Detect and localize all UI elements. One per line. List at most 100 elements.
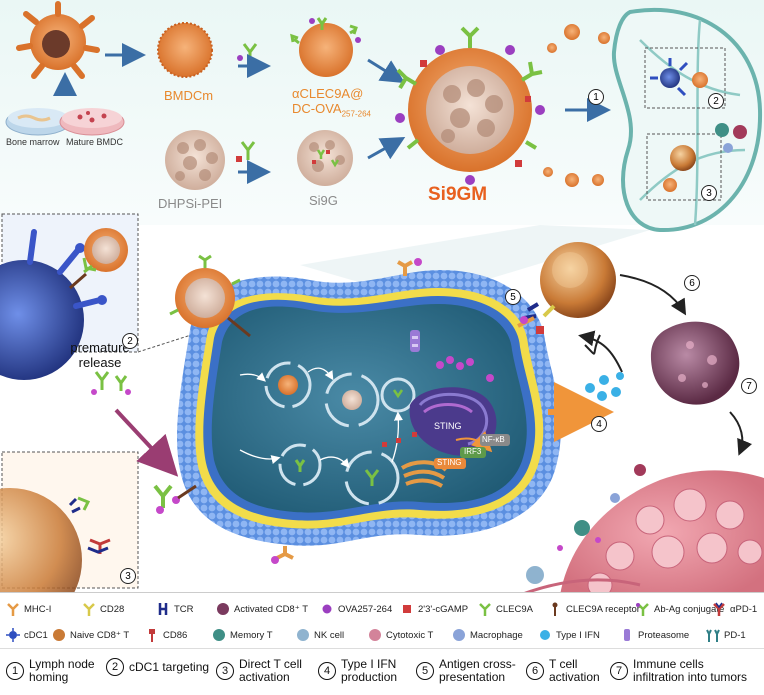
label-sting-nucleus: STING xyxy=(434,421,462,431)
legend-item-apd1: αPD-1 xyxy=(712,602,757,616)
bone-marrow-dish xyxy=(5,108,71,136)
arrow-si9g-to-si9gm xyxy=(367,137,406,160)
marker-2-node: 2 xyxy=(708,93,724,109)
cgamp-particles xyxy=(382,432,417,447)
step-label-line2: production xyxy=(341,670,398,684)
legend-label: CLEC9A xyxy=(496,603,533,615)
legend-label: TCR xyxy=(174,603,194,615)
scattered-si9gm xyxy=(543,24,610,187)
step-label-line2: activation xyxy=(239,670,290,684)
immune-cells-near-tumor xyxy=(526,464,646,584)
mature-bmdc-dish xyxy=(59,108,125,136)
label-irf3: IRF3 xyxy=(464,447,482,456)
ifn-icon xyxy=(540,630,550,640)
membrane-receptor-top xyxy=(397,258,422,276)
label-dcova: DC-OVA257-264 xyxy=(292,101,371,119)
label-si9g: Si9G xyxy=(309,193,338,208)
marker-3-node: 3 xyxy=(701,185,717,201)
vesicle-arrows xyxy=(239,367,404,468)
apd1-icon xyxy=(713,602,725,616)
marker-1: 1 xyxy=(588,89,604,105)
legend-panel: MHC-I CD28 TCR Activated CD8⁺ T OVA257-2… xyxy=(0,592,764,695)
pd1-icon xyxy=(706,629,720,642)
si9gm-particle xyxy=(395,26,545,185)
ova-cluster xyxy=(436,356,494,382)
legend-label: Proteasome xyxy=(638,629,690,641)
naive-t-icon xyxy=(53,629,65,641)
marker-5: 5 xyxy=(505,289,521,305)
label-dhpsi: DHPSi-PEI xyxy=(158,196,223,211)
ifn-to-tcell-arrow xyxy=(578,330,623,373)
label-release: release xyxy=(78,355,122,370)
released-conjugates xyxy=(91,371,131,395)
label-si9gm: Si9GM xyxy=(428,184,488,205)
step-label-line1: Immune cells xyxy=(633,657,704,671)
legend-label: Memory T xyxy=(230,629,273,641)
step-label-line1: Lymph node xyxy=(29,657,95,671)
label-bmdcm: BMDCm xyxy=(164,88,214,103)
step-number: 5 xyxy=(416,662,434,680)
tcr-icon xyxy=(158,603,168,615)
loop-arrow xyxy=(584,334,601,355)
legend-divider xyxy=(0,592,764,593)
proteasome-in-cell xyxy=(410,330,420,352)
step-label-line2: activation xyxy=(549,670,600,684)
si9g-particle xyxy=(297,130,353,186)
memory-t-icon xyxy=(213,629,225,641)
legend-label: Activated CD8⁺ T xyxy=(234,603,309,615)
membrane-receptor-bottom xyxy=(271,546,294,564)
sting-arrow xyxy=(455,431,493,453)
label-mature-bmdc: Mature BMDC xyxy=(66,137,124,147)
naive-t-cell xyxy=(540,242,616,318)
arrow-aclec-to-si9gm xyxy=(367,58,406,84)
cgamp-icon xyxy=(403,605,411,613)
legend-label: 2'3'-cGAMP xyxy=(418,603,469,615)
bmdcm-vesicle xyxy=(157,22,213,78)
dhpsi-pei-particle xyxy=(165,130,225,190)
legend-label: Ab-Ag conjugate xyxy=(654,603,725,615)
mature-bmdc-cell xyxy=(16,1,100,79)
step-label-line2: homing xyxy=(29,670,69,684)
nk-icon xyxy=(297,629,309,641)
legend-label: αPD-1 xyxy=(730,603,758,615)
legend-item-proteasome: Proteasome xyxy=(620,628,689,642)
cd28-icon xyxy=(83,603,95,616)
cdc1-icon xyxy=(6,628,20,642)
legend-label: Naive CD8⁺ T xyxy=(70,629,130,641)
step-number: 2 xyxy=(106,658,124,676)
ab-ag-icon xyxy=(636,603,649,616)
activated-t-cell xyxy=(650,321,740,405)
legend-item-cgamp: 2'3'-cGAMP xyxy=(400,602,468,616)
macrophage-icon xyxy=(453,629,465,641)
label-dcova-main: DC-OVA xyxy=(292,101,342,116)
step-label-line1: T cell xyxy=(549,657,578,671)
step-label-line1: Antigen cross- xyxy=(439,657,516,671)
marker-2-panel: 2 xyxy=(122,333,138,349)
legend-label: CD28 xyxy=(100,603,125,615)
step-2: 2 cDC1 targeting xyxy=(106,658,209,676)
t-cell-zoom-panel xyxy=(0,451,139,595)
label-dcova-sub: 257-264 xyxy=(341,109,371,119)
irf3-box xyxy=(460,447,486,458)
cdc1-zoom-panel xyxy=(0,213,139,380)
vesicle-contents xyxy=(278,375,404,486)
tumor-mass xyxy=(519,470,764,595)
synapse-receptors xyxy=(517,302,556,334)
step-label-line1: cDC1 targeting xyxy=(129,659,210,674)
legend-label: MHC-I xyxy=(24,603,52,615)
mhc-icon xyxy=(7,603,19,616)
step-label-line1: Direct T cell xyxy=(239,657,302,671)
legend-label: CD86 xyxy=(163,629,188,641)
incoming-si9gm xyxy=(169,254,251,338)
legend-label: cDC1 xyxy=(24,629,48,641)
legend-label: Type I IFN xyxy=(556,629,600,641)
marker-7: 7 xyxy=(741,378,757,394)
nfkb-box xyxy=(480,434,510,446)
label-nfkb: NF-κB xyxy=(482,435,505,444)
label-sting-golgi: STING xyxy=(437,458,462,467)
